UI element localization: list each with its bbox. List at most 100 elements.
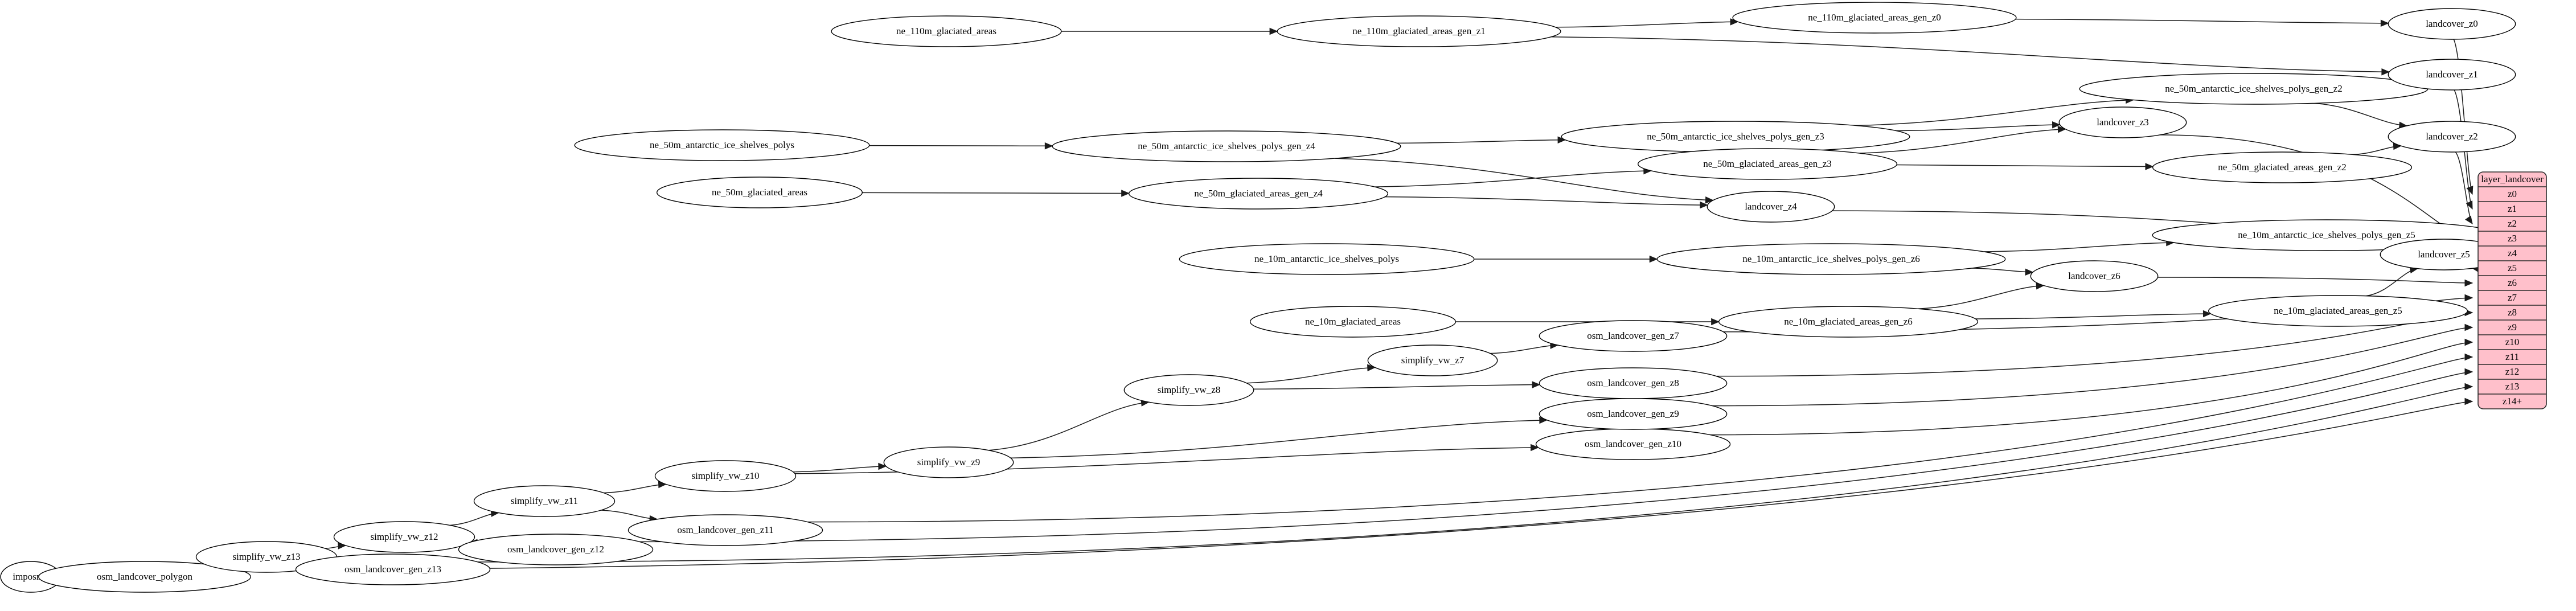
node-shape <box>574 129 870 161</box>
layer-table-row-z10[interactable]: z10 <box>2505 337 2520 347</box>
edge-simplify_vw_z11-to-osm_landcover_gen_z11 <box>601 510 658 520</box>
node-label: landcover_z2 <box>2426 131 2478 142</box>
node-shape <box>1539 320 1728 352</box>
edge-ne_110m_glaciated_areas_gen_z1-to-ne_110m_glaciated_areas_gen_z0 <box>1555 21 1738 28</box>
node-shape <box>2152 151 2413 183</box>
graph-node-osm_landcover_polygon[interactable]: osm_landcover_polygon <box>38 561 251 593</box>
edge-arrowhead <box>2057 126 2066 133</box>
graph-node-ne_50m_glaciated_areas[interactable]: ne_50m_glaciated_areas <box>656 177 863 208</box>
edge-osm_landcover_gen_z9-to-layer_landcover-z9 <box>1712 327 2473 407</box>
edge-ne_50m_glaciated_areas_gen_z4-to-landcover_z4 <box>1385 196 1708 206</box>
edge-arrowhead <box>2464 397 2474 405</box>
graph-node-ne_10m_antarctic_ice_shelves_polys[interactable]: ne_10m_antarctic_ice_shelves_polys <box>1179 243 1475 275</box>
graph-node-landcover_z6[interactable]: landcover_z6 <box>2030 260 2159 292</box>
edge-arrowhead <box>2466 186 2474 195</box>
edge-simplify_vw_z11-to-simplify_vw_z10 <box>604 483 666 494</box>
layer-table-row-z2[interactable]: z2 <box>2508 218 2517 229</box>
edge-arrowhead <box>2464 353 2474 361</box>
graph-node-simplify_vw_z8[interactable]: simplify_vw_z8 <box>1123 374 1254 406</box>
graph-node-ne_110m_glaciated_areas_gen_z1[interactable]: ne_110m_glaciated_areas_gen_z1 <box>1277 15 1561 47</box>
graph-node-simplify_vw_z9[interactable]: simplify_vw_z9 <box>883 446 1014 478</box>
edge-arrowhead <box>2466 200 2473 210</box>
graph-node-simplify_vw_z10[interactable]: simplify_vw_z10 <box>654 460 797 492</box>
graph-node-landcover_z3[interactable]: landcover_z3 <box>2058 106 2187 138</box>
graph-node-osm_landcover_gen_z10[interactable]: osm_landcover_gen_z10 <box>1535 428 1731 460</box>
graph-node-simplify_vw_z7[interactable]: simplify_vw_z7 <box>1367 345 1498 376</box>
graph-node-landcover_z0[interactable]: landcover_z0 <box>2388 8 2516 40</box>
graph-node-osm_landcover_gen_z7[interactable]: osm_landcover_gen_z7 <box>1539 320 1728 352</box>
node-label: osm_landcover_gen_z10 <box>1585 438 1681 449</box>
edge-landcover_z0-to-layer_landcover-z0 <box>2453 39 2473 195</box>
graph-node-ne_50m_antarctic_ice_shelves_polys[interactable]: ne_50m_antarctic_ice_shelves_polys <box>574 129 870 161</box>
node-label: ne_10m_glaciated_areas <box>1305 316 1401 327</box>
layer-table-row-z9[interactable]: z9 <box>2508 322 2517 333</box>
graph-node-osm_landcover_gen_z9[interactable]: osm_landcover_gen_z9 <box>1539 398 1728 430</box>
edge-ne_50m_glaciated_areas_gen_z3-to-ne_50m_glaciated_areas_gen_z2 <box>1897 164 2153 167</box>
node-shape <box>1249 306 1457 338</box>
layer-table-row-z1[interactable]: z1 <box>2508 203 2517 214</box>
node-shape <box>38 561 251 593</box>
graph-node-landcover_z4[interactable]: landcover_z4 <box>1707 191 1835 223</box>
graph-node-ne_50m_glaciated_areas_gen_z4[interactable]: ne_50m_glaciated_areas_gen_z4 <box>1128 178 1389 210</box>
node-label: osm_landcover_polygon <box>97 571 193 582</box>
graph-node-landcover_z1[interactable]: landcover_z1 <box>2388 59 2516 91</box>
layer-table-row-z5[interactable]: z5 <box>2508 263 2517 273</box>
node-label: landcover_z4 <box>1745 201 1797 212</box>
graph-node-osm_landcover_gen_z12[interactable]: osm_landcover_gen_z12 <box>458 534 654 565</box>
graph-node-simplify_vw_z12[interactable]: simplify_vw_z12 <box>333 521 475 553</box>
edge-ne_110m_glaciated_areas_gen_z1-to-landcover_z1 <box>1551 36 2389 73</box>
graph-node-ne_50m_glaciated_areas_gen_z3[interactable]: ne_50m_glaciated_areas_gen_z3 <box>1637 148 1898 180</box>
node-label: ne_10m_glaciated_areas_gen_z6 <box>1784 316 1913 327</box>
layer-table-row-z11[interactable]: z11 <box>2505 351 2519 362</box>
layer-table-row-z8[interactable]: z8 <box>2508 307 2517 318</box>
node-label: simplify_vw_z10 <box>692 470 760 481</box>
graph-node-ne_50m_glaciated_areas_gen_z2[interactable]: ne_50m_glaciated_areas_gen_z2 <box>2152 151 2413 183</box>
graph-node-simplify_vw_z11[interactable]: simplify_vw_z11 <box>473 485 616 517</box>
edge-arrowhead <box>2464 323 2474 331</box>
graph-node-ne_10m_antarctic_ice_shelves_polys_gen_z6[interactable]: ne_10m_antarctic_ice_shelves_polys_gen_z… <box>1656 243 2006 275</box>
node-label: simplify_vw_z7 <box>1401 355 1465 366</box>
node-shape <box>1277 15 1561 47</box>
node-shape <box>295 553 491 585</box>
edge-arrowhead <box>2465 215 2473 225</box>
layer-table-row-z14+[interactable]: z14+ <box>2503 396 2522 407</box>
graph-node-osm_landcover_gen_z11[interactable]: osm_landcover_gen_z11 <box>627 514 823 546</box>
node-label: ne_50m_glaciated_areas_gen_z3 <box>1703 158 1832 169</box>
edge-arrowhead <box>2381 68 2390 76</box>
graph-node-ne_110m_glaciated_areas_gen_z0[interactable]: ne_110m_glaciated_areas_gen_z0 <box>1732 2 2017 34</box>
edge-osm_landcover_gen_z11-to-layer_landcover-z11 <box>807 356 2473 523</box>
layer-table-row-z6[interactable]: z6 <box>2508 277 2517 288</box>
graph-node-osm_landcover_gen_z13[interactable]: osm_landcover_gen_z13 <box>295 553 491 585</box>
layer-table-row-z4[interactable]: z4 <box>2508 248 2517 259</box>
graph-node-ne_10m_glaciated_areas_gen_z5[interactable]: ne_10m_glaciated_areas_gen_z5 <box>2208 295 2468 327</box>
graph-node-osm_landcover_gen_z8[interactable]: osm_landcover_gen_z8 <box>1539 367 1728 399</box>
node-label: landcover_z1 <box>2426 69 2478 80</box>
edge-arrowhead <box>2464 383 2474 391</box>
edge-ne_50m_glaciated_areas_gen_z3-to-landcover_z3 <box>1859 129 2066 154</box>
edge-arrowhead <box>2464 368 2474 376</box>
layer-table-row-z12[interactable]: z12 <box>2505 366 2520 377</box>
edge-simplify_vw_z8-to-simplify_vw_z7 <box>1246 367 1375 384</box>
node-shape <box>883 446 1014 478</box>
node-shape <box>473 485 616 517</box>
node-label: ne_10m_antarctic_ice_shelves_polys_gen_z… <box>2238 229 2415 240</box>
edge-arrowhead <box>2052 121 2061 129</box>
edge-ne_10m_glaciated_areas_gen_z5-to-landcover_z5 <box>2366 268 2418 297</box>
layer-table-row-z7[interactable]: z7 <box>2508 292 2517 303</box>
graph-node-landcover_z5[interactable]: landcover_z5 <box>2380 239 2508 270</box>
graph-node-ne_10m_glaciated_areas[interactable]: ne_10m_glaciated_areas <box>1249 306 1457 338</box>
layer-table-row-z0[interactable]: z0 <box>2508 188 2517 199</box>
graph-node-ne_50m_antarctic_ice_shelves_polys_gen_z3[interactable]: ne_50m_antarctic_ice_shelves_polys_gen_z… <box>1561 121 1910 153</box>
graph-node-landcover_z2[interactable]: landcover_z2 <box>2388 121 2516 153</box>
node-label: ne_50m_antarctic_ice_shelves_polys_gen_z… <box>1647 131 1824 142</box>
layer-table-row-z13[interactable]: z13 <box>2505 381 2520 392</box>
edge-arrowhead <box>878 462 887 470</box>
graph-node-ne_110m_glaciated_areas[interactable]: ne_110m_glaciated_areas <box>831 15 1062 47</box>
graph-node-ne_50m_antarctic_ice_shelves_polys_gen_z2[interactable]: ne_50m_antarctic_ice_shelves_polys_gen_z… <box>2079 73 2429 105</box>
node-label: ne_50m_glaciated_areas <box>712 187 807 198</box>
graph-node-ne_10m_glaciated_areas_gen_z6[interactable]: ne_10m_glaciated_areas_gen_z6 <box>1718 306 1979 338</box>
layer-table-row-z3[interactable]: z3 <box>2508 233 2517 244</box>
edge-arrowhead <box>2464 338 2474 346</box>
graph-node-ne_50m_antarctic_ice_shelves_polys_gen_z4[interactable]: ne_50m_antarctic_ice_shelves_polys_gen_z… <box>1052 130 1401 162</box>
